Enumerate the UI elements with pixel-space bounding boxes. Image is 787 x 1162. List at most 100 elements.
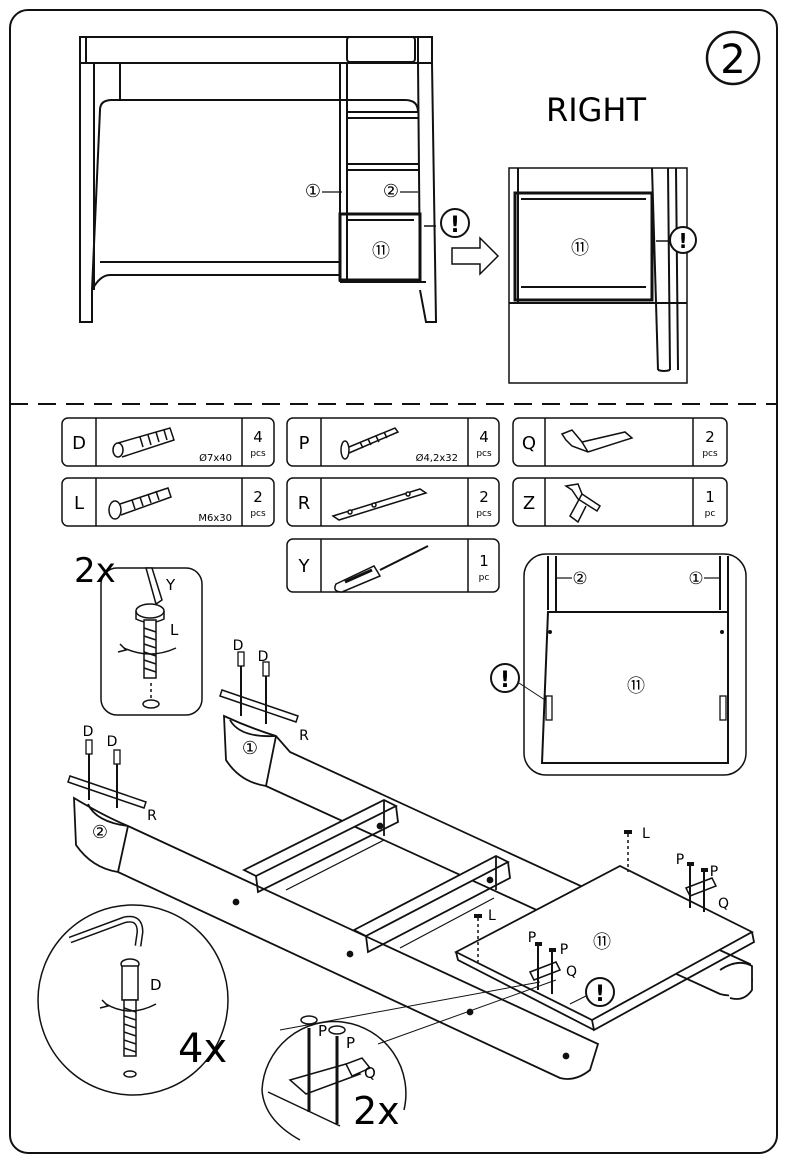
plate-r-right: D D R: [219, 638, 309, 744]
letter-r: R: [147, 808, 157, 824]
part-unit: pc: [705, 509, 716, 519]
part-code: P: [299, 433, 310, 454]
part-box-z: Z 1 pc: [512, 477, 728, 527]
letter-p: P: [528, 930, 536, 946]
part-unit: pcs: [476, 449, 492, 459]
letter-p: P: [710, 864, 718, 880]
arrow-right-icon: [451, 236, 500, 276]
bracket-q-mid: P P Q: [528, 930, 577, 994]
part-size: M6x30: [198, 513, 232, 524]
letter-y: Y: [165, 576, 176, 594]
bracket-detail: P P Q 2x: [261, 979, 557, 1141]
label-part-2: ②: [383, 181, 399, 202]
part-box-l: L M6x30 2 pcs: [61, 477, 275, 527]
part-qty: 1: [479, 552, 489, 570]
letter-d: D: [107, 734, 118, 750]
bed-part-labels: ① ② ⑪: [305, 181, 418, 262]
letter-q: Q: [364, 1064, 376, 1082]
bolt-detail: 2x Y L: [74, 551, 203, 716]
part-qty: 2: [479, 488, 489, 506]
part-box-q: Q 2 pcs: [512, 417, 728, 467]
letter-d: D: [150, 976, 162, 994]
letter-l: L: [170, 621, 179, 639]
letter-d: D: [83, 724, 94, 740]
letter-r: R: [299, 728, 309, 744]
panel-11-detail: ② ① ⑪ !: [490, 553, 747, 776]
part-unit: pc: [479, 573, 490, 583]
svg-text:!: !: [500, 668, 510, 693]
part-code: Y: [298, 556, 311, 577]
bracket-icon: [560, 429, 634, 453]
screw-l-mid: L: [474, 908, 496, 962]
svg-text:2: 2: [720, 37, 745, 83]
rail-label-part-1: ①: [242, 738, 258, 759]
zoom-label-part-11: ⑪: [571, 238, 589, 259]
svg-text:!: !: [595, 982, 605, 1007]
letter-l: L: [488, 908, 496, 924]
allen-key-icon: [564, 483, 602, 524]
part-qty: 4: [479, 428, 489, 446]
warning-icon: !: [440, 208, 470, 238]
part-box-y: Y 1 pc: [286, 538, 500, 593]
screwdriver-tip-icon: [145, 567, 163, 606]
multiplier-dowel: 4x: [178, 1026, 227, 1072]
bolt-icon: [108, 487, 172, 520]
part-size: Ø4,2x32: [416, 452, 458, 464]
screw-l-top: L: [624, 826, 650, 872]
letter-p: P: [346, 1034, 355, 1052]
letter-q: Q: [566, 964, 577, 980]
part-code: D: [72, 433, 86, 454]
screwdriver-icon: [334, 545, 429, 593]
part-unit: pcs: [702, 449, 718, 459]
part-qty: 2: [253, 488, 263, 506]
part-unit: pcs: [476, 509, 492, 519]
part-code: Q: [522, 433, 536, 454]
panel-label-part-11: ⑪: [627, 676, 645, 697]
part-code: Z: [523, 493, 535, 514]
frame-assembly: [73, 714, 756, 1080]
part-qty: 1: [705, 488, 715, 506]
part-box-d: D Ø7x40 4 pcs: [61, 417, 275, 467]
bed-front-view: [79, 36, 438, 323]
assembly-warning-icon: !: [569, 977, 615, 1007]
letter-l: L: [642, 826, 650, 842]
side-label: RIGHT: [546, 91, 647, 129]
letter-q: Q: [718, 896, 729, 912]
plate-r-left: D D R: [67, 724, 157, 824]
multiplier-bolt: 2x: [74, 551, 116, 591]
part-size: Ø7x40: [199, 452, 232, 464]
svg-text:!: !: [678, 229, 687, 253]
letter-d: D: [258, 649, 269, 665]
rail-label-part-2: ②: [92, 822, 108, 843]
part-unit: pcs: [250, 449, 266, 459]
part-unit: pcs: [250, 509, 266, 519]
letter-p: P: [676, 852, 684, 868]
part-code: R: [298, 493, 311, 514]
bolt-icon: [117, 603, 177, 709]
dowel-detail: 4x D: [37, 904, 229, 1096]
rail-part-labels: ② ① ⑪: [92, 738, 611, 953]
svg-text:!: !: [450, 213, 460, 238]
multiplier-plate: 2x: [353, 1089, 400, 1133]
dowel-screw-icon: [99, 958, 157, 1078]
part-box-p: P Ø4,2x32 4 pcs: [286, 417, 500, 467]
parts-list: D Ø7x40 4 pcs P Ø4,2x32 4 pcs: [61, 417, 728, 593]
detail-zoom-box: [508, 167, 688, 384]
panel-label-part-2: ②: [572, 569, 587, 589]
assembly-label-part-11: ⑪: [593, 932, 611, 953]
part-box-r: R 2 pcs: [286, 477, 500, 527]
label-part-1: ①: [305, 181, 321, 202]
label-part-11: ⑪: [372, 241, 390, 262]
part-qty: 4: [253, 428, 263, 446]
sheet-frame: [9, 9, 778, 1154]
connector-plate-icon: [331, 488, 428, 521]
part-qty: 2: [705, 428, 715, 446]
bracket-q-top: P P Q: [676, 852, 729, 912]
wood-screw-icon: [340, 427, 400, 460]
dowel-screw-icon: [112, 427, 175, 458]
allen-key-icon: [68, 915, 144, 947]
letter-d: D: [233, 638, 244, 654]
letter-p: P: [560, 942, 568, 958]
